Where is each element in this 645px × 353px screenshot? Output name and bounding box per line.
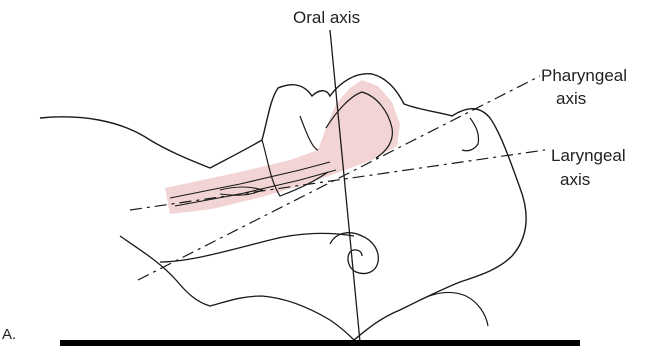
oral-axis-label: Oral axis (293, 8, 360, 28)
oral-axis-line (330, 30, 360, 342)
table-surface (60, 340, 580, 346)
nose-detail (462, 118, 479, 151)
ear-outline (330, 233, 378, 274)
pharyngeal-axis-label-line2: axis (556, 89, 586, 109)
panel-label: A. (2, 325, 16, 345)
laryngeal-axis-label-line2: axis (560, 170, 590, 190)
occiput-outline (420, 293, 488, 326)
pharyngeal-axis-label: Pharyngeal (541, 66, 627, 86)
neck-outline (120, 233, 354, 340)
laryngeal-axis-label: Laryngeal (551, 146, 626, 166)
airway-shading (165, 80, 400, 214)
